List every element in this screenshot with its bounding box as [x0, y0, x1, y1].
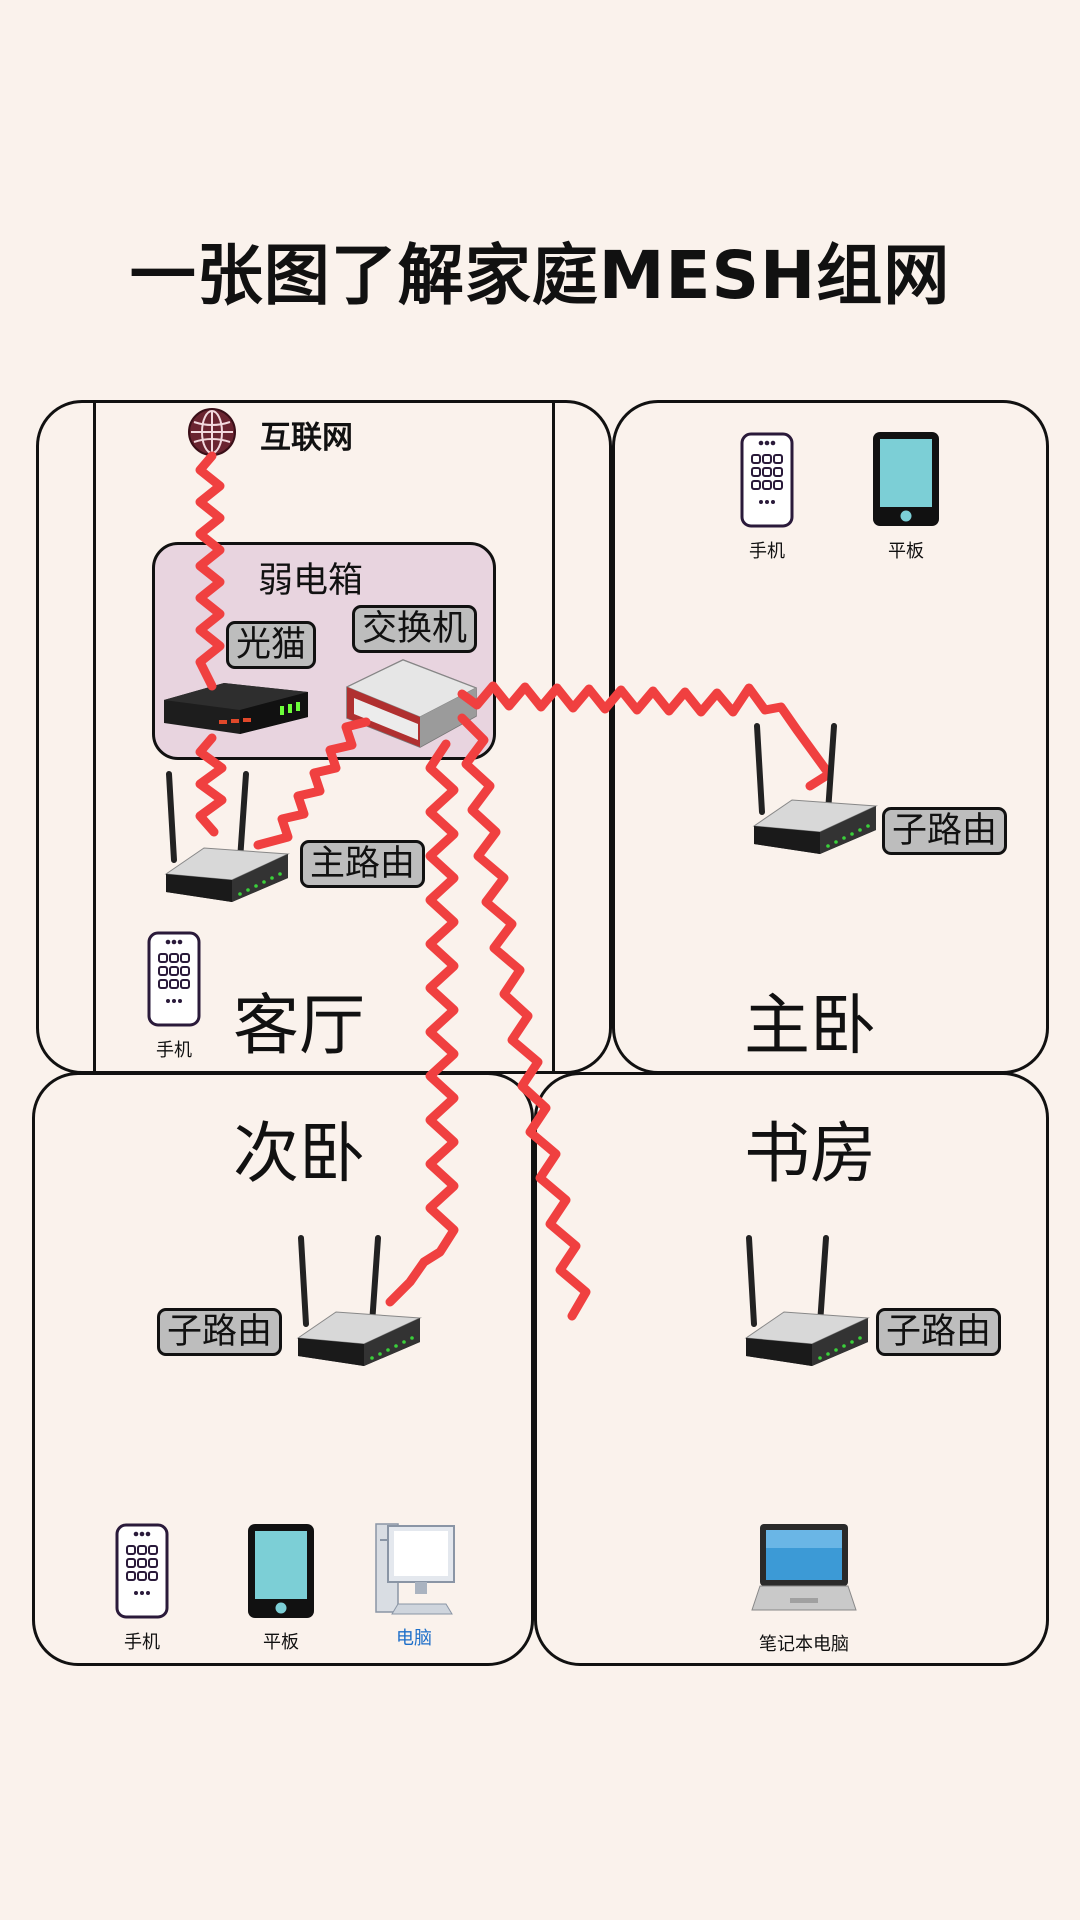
cabinet-label: 弱电箱 — [258, 561, 364, 601]
internet-label: 互联网 — [260, 420, 353, 456]
living-phone-caption: 手机 — [156, 1040, 192, 1061]
room-name-living: 客厅 — [233, 987, 365, 1064]
main-router-label: 主路由 — [300, 840, 426, 888]
network-switch-device — [345, 659, 478, 748]
room-study — [534, 1072, 1049, 1666]
living-phone-icon — [147, 931, 201, 1027]
link-switch-main-router — [253, 717, 371, 850]
second-router-label: 子路由 — [157, 1308, 283, 1356]
link-modem-main-router — [195, 733, 227, 837]
second-phone-caption: 手机 — [124, 1632, 160, 1653]
link-switch-second — [385, 739, 459, 1307]
second-tablet-icon — [248, 1524, 314, 1618]
wall-line-right — [552, 400, 555, 1074]
study-laptop-caption: 笔记本电脑 — [759, 1634, 849, 1655]
wall-line-left — [93, 400, 96, 1074]
second-tablet-caption: 平板 — [263, 1632, 299, 1653]
room-second — [32, 1072, 534, 1666]
master-sub-router-icon — [754, 726, 876, 854]
globe-icon — [188, 408, 236, 456]
master-router-label: 子路由 — [882, 807, 1008, 855]
master-phone-caption: 手机 — [749, 541, 785, 562]
study-sub-router-icon — [746, 1238, 868, 1366]
connection-lines — [195, 451, 834, 1321]
second-phone-icon — [115, 1523, 169, 1619]
switch-label: 交换机 — [352, 605, 478, 653]
master-tablet-icon — [873, 432, 939, 526]
room-name-study: 书房 — [744, 1115, 876, 1192]
modem-label: 光猫 — [226, 621, 317, 669]
desktop-computer-icon — [375, 1523, 455, 1615]
second-computer-caption: 电脑 — [396, 1628, 432, 1649]
link-internet-modem — [195, 451, 225, 691]
fiber-modem-device — [164, 683, 308, 734]
room-name-master: 主卧 — [744, 987, 876, 1064]
study-router-label: 子路由 — [876, 1308, 1002, 1356]
link-switch-study — [457, 713, 591, 1321]
second-sub-router-icon — [298, 1238, 420, 1366]
master-tablet-caption: 平板 — [888, 541, 924, 562]
laptop-icon — [751, 1524, 857, 1611]
room-name-second: 次卧 — [233, 1115, 365, 1192]
master-phone-icon — [740, 432, 794, 528]
link-switch-master — [457, 681, 834, 791]
page-title: 一张图了解家庭MESH组网 — [129, 237, 951, 314]
